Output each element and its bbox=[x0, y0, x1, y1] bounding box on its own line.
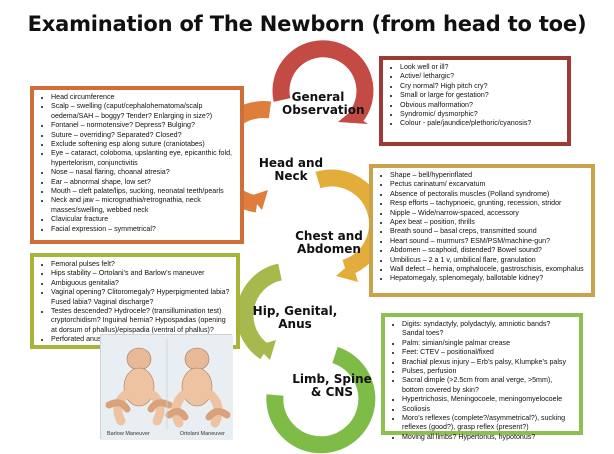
list-item: Testes descended? Hydrocele? (transillum… bbox=[51, 307, 231, 335]
head-and-neck-box: Head circumferenceScalp – swelling (capu… bbox=[30, 86, 244, 244]
list-item: Neck and jaw – micrognathia/retrognathia… bbox=[51, 196, 235, 215]
list-item: Scoliosis bbox=[402, 405, 574, 414]
list-item: Suture – overriding? Separated? Closed? bbox=[51, 131, 235, 140]
list-item: Look well or ill? bbox=[400, 63, 562, 72]
list-item: Head circumference bbox=[51, 93, 235, 102]
list-item: Digits: syndactyly, polydactyly, amnioti… bbox=[402, 320, 574, 339]
list-item: Apex beat – position, thrills bbox=[390, 218, 586, 227]
list-item: Moro’s reflexes (complete?/asymmetrical?… bbox=[402, 414, 574, 433]
list-item: Vaginal opening? Clitoromegaly? Hyperpig… bbox=[51, 288, 231, 307]
hip-genital-anus-box: Femoral pulses felt?Hips stability – Ort… bbox=[30, 253, 240, 349]
list-item: Heart sound – murmurs? ESM/PSM/machine-g… bbox=[390, 237, 586, 246]
list-item: Nipple – Wide/narrow-spaced, accessory bbox=[390, 209, 586, 218]
list-item: Active/ lethargic? bbox=[400, 72, 562, 81]
arrow-head bbox=[250, 190, 268, 210]
hip-maneuver-illustration: Barlow Maneuver Ortolani Maneuver bbox=[100, 334, 233, 440]
list-item: Pectus carinatum/ excarvatum bbox=[390, 180, 586, 189]
chest-and-abdomen-box: Shape – bell/hyperinflatedPectus carinat… bbox=[369, 164, 595, 297]
list-item: Pulses, perfusion bbox=[402, 367, 574, 376]
arc-limb bbox=[266, 346, 376, 454]
list-item: Facial expression – symmetrical? bbox=[51, 225, 235, 234]
arrow-general bbox=[338, 112, 368, 124]
head-and-neck-list: Head circumferenceScalp – swelling (capu… bbox=[38, 93, 235, 234]
arc-hip bbox=[236, 263, 283, 360]
limb-spine-cns-list: Digits: syndactyly, polydactyly, amnioti… bbox=[389, 320, 574, 442]
list-item: Brachial plexus injury – Erb’s palsy, Kl… bbox=[402, 358, 574, 367]
barlow-caption: Barlow Maneuver bbox=[107, 431, 150, 437]
list-item: Colour - pale/jaundice/plethoric/cyanosi… bbox=[400, 119, 562, 128]
limb-spine-cns-box: Digits: syndactyly, polydactyly, amnioti… bbox=[381, 313, 583, 441]
stage-chest-and-abdomen: Chest and Abdomen bbox=[295, 229, 363, 256]
page-title: Examination of The Newborn (from head to… bbox=[27, 12, 587, 36]
list-item: Syndromic/ dysmorphic? bbox=[400, 110, 562, 119]
general-observation-box: Look well or ill?Active/ lethargic?Cry n… bbox=[379, 56, 571, 146]
list-item: Palm: simian/single palmar crease bbox=[402, 339, 574, 348]
stage-limb-spine-cns: Limb, Spine & CNS bbox=[292, 372, 372, 399]
list-item: Perforated anus bbox=[51, 335, 231, 344]
list-item: Hypertrichosis, Meningocoele, meningomye… bbox=[402, 395, 574, 404]
baby-maneuver-drawing bbox=[101, 335, 233, 440]
list-item: Feet: CTEV – positional/fixed bbox=[402, 348, 574, 357]
list-item: Shape – bell/hyperinflated bbox=[390, 171, 586, 180]
list-item: Sacral dimple (>2.5cm from anal verge, >… bbox=[402, 376, 574, 395]
chest-and-abdomen-list: Shape – bell/hyperinflatedPectus carinat… bbox=[377, 171, 586, 284]
list-item: Small or large for gestation? bbox=[400, 91, 562, 100]
list-item: Nose – nasal flaring, choanal atresia? bbox=[51, 168, 235, 177]
list-item: Ear – abnormal shape, low set? bbox=[51, 178, 235, 187]
list-item: Wall defect – hernia, omphalocele, gastr… bbox=[390, 265, 586, 274]
list-item: Hepatomegaly, splenomegaly, ballotable k… bbox=[390, 274, 586, 283]
list-item: Exclude softening esp along suture (cran… bbox=[51, 140, 235, 149]
list-item: Absence of pectoralis muscles (Polland s… bbox=[390, 190, 586, 199]
list-item: Ambiguous genitalia? bbox=[51, 279, 231, 288]
list-item: Mouth – cleft palate/lips, sucking, neon… bbox=[51, 187, 235, 196]
list-item: Scalp – swelling (caput/cephalohematoma/… bbox=[51, 102, 235, 121]
arrow-hip bbox=[256, 340, 276, 360]
list-item: Resp efforts – tachypnoeic, grunting, re… bbox=[390, 199, 586, 208]
stage-head-and-neck: Head and Neck bbox=[258, 156, 324, 183]
arrow-chest bbox=[336, 262, 358, 282]
list-item: Hips stability – Ortolani’s and Barlow’s… bbox=[51, 269, 231, 278]
stage-hip-genital-anus: Hip, Genital, Anus bbox=[252, 304, 338, 331]
ortolani-caption: Ortolani Maneuver bbox=[179, 431, 225, 437]
list-item: Moving all limbs? Hypertonus, hypotonus? bbox=[402, 433, 574, 442]
list-item: Cry normal? High pitch cry? bbox=[400, 82, 562, 91]
general-observation-list: Look well or ill?Active/ lethargic?Cry n… bbox=[387, 63, 562, 129]
list-item: Eye – cataract, coloboma, upslanting eye… bbox=[51, 149, 235, 168]
hip-genital-anus-list: Femoral pulses felt?Hips stability – Ort… bbox=[38, 260, 231, 345]
list-item: Abdomen – scaphoid, distended? Bowel sou… bbox=[390, 246, 586, 255]
list-item: Breath sound – basal creps, transmitted … bbox=[390, 227, 586, 236]
list-item: Clavicular fracture bbox=[51, 215, 235, 224]
list-item: Umbilicus – 2 a 1 v, umbilical flare, gr… bbox=[390, 256, 586, 265]
stage-general-observation: General Observation bbox=[282, 90, 365, 117]
list-item: Femoral pulses felt? bbox=[51, 260, 231, 269]
list-item: Obvious malformation? bbox=[400, 101, 562, 110]
list-item: Fontanel – normotensive? Depress? Bulgin… bbox=[51, 121, 235, 130]
arc-general bbox=[272, 40, 374, 124]
